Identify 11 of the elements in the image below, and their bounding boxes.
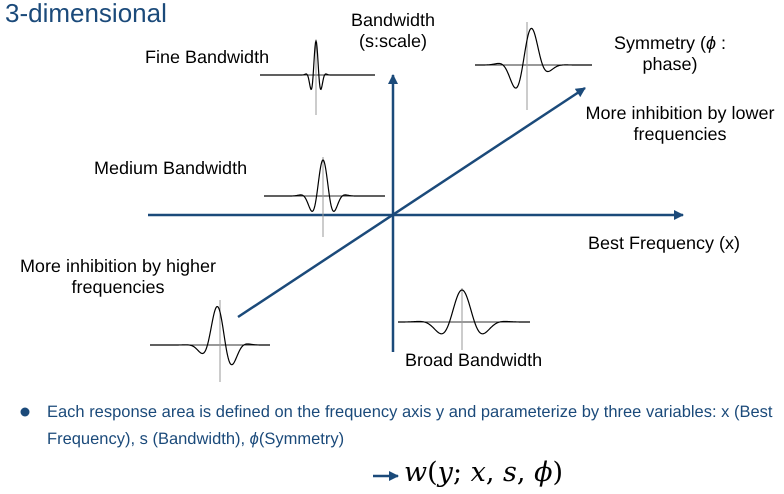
formula: w(y; x, s, ϕ): [404, 456, 564, 490]
axis-label: Best Frequency (x): [586, 233, 742, 254]
axis-label: Fine Bandwidth: [145, 47, 270, 68]
axis-label: More inhibition by higher frequencies: [18, 256, 218, 298]
axis-label: Medium Bandwidth: [94, 158, 248, 179]
axis-label: More inhibition by lower frequencies: [584, 103, 776, 145]
axis-label: Symmetry (ϕ : phase): [612, 33, 728, 75]
title: 3-dimensional: [5, 0, 167, 28]
bullet-text: Each response area is defined on the frequency axis y and parameterize by three variables: x (Best Frequency), s (Bandwidth), ϕ(Symmetry): [47, 402, 774, 450]
axis-label: Broad Bandwidth: [405, 350, 544, 371]
axis-label: Bandwidth (s:scale): [350, 10, 436, 52]
